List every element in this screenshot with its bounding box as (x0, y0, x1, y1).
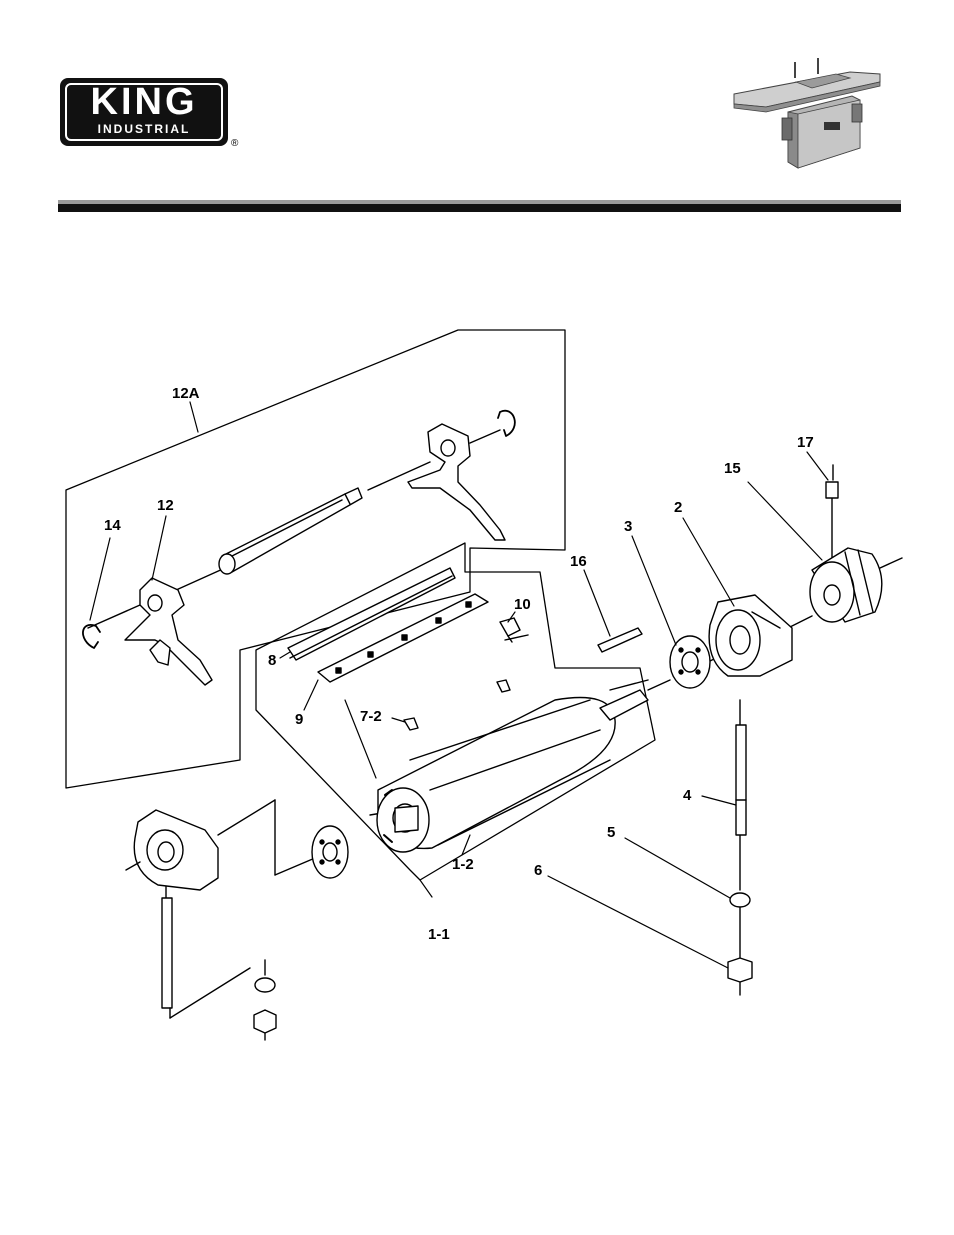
left-bearing (312, 826, 348, 878)
washer-5 (730, 893, 750, 907)
part-label-9: 9 (295, 712, 303, 728)
assembly-12A-outline (66, 330, 565, 788)
bracket-right (408, 424, 505, 540)
part-label-12: 12 (157, 498, 174, 514)
part-label-3: 3 (624, 519, 632, 535)
set-screw-17 (826, 482, 838, 498)
bearing-housing-2 (709, 595, 792, 676)
screw-7-2 (404, 718, 418, 730)
part-label-4: 4 (683, 788, 691, 804)
retaining-clip-upper (498, 411, 515, 436)
part-label-17: 17 (797, 435, 814, 451)
part-label-14: 14 (104, 518, 121, 534)
part-label-15: 15 (724, 461, 741, 477)
part-label-8: 8 (268, 653, 276, 669)
left-bearing-housing (134, 810, 218, 890)
part-label-6: 6 (534, 863, 542, 879)
stud-4 (736, 725, 746, 835)
blade-16 (598, 628, 642, 652)
bracket-12 (125, 578, 212, 685)
screw-cutterhead-top (497, 680, 510, 692)
left-nut (254, 1010, 276, 1033)
retaining-clip-14 (83, 625, 100, 648)
part-label-5: 5 (607, 825, 615, 841)
left-stud (162, 898, 172, 1008)
bracket-shaft (219, 488, 362, 574)
part-label-12A: 12A (172, 386, 200, 402)
screw-10 (500, 618, 520, 642)
part-label-1-2: 1-2 (452, 857, 474, 873)
gib-9 (318, 594, 488, 682)
nut-6 (728, 958, 752, 982)
part-label-2: 2 (674, 500, 682, 516)
part-label-7-2: 7-2 (360, 709, 382, 725)
part-label-1-1: 1-1 (428, 927, 450, 943)
part-label-16: 16 (570, 554, 587, 570)
part-label-10: 10 (514, 597, 531, 613)
left-washer (255, 978, 275, 992)
